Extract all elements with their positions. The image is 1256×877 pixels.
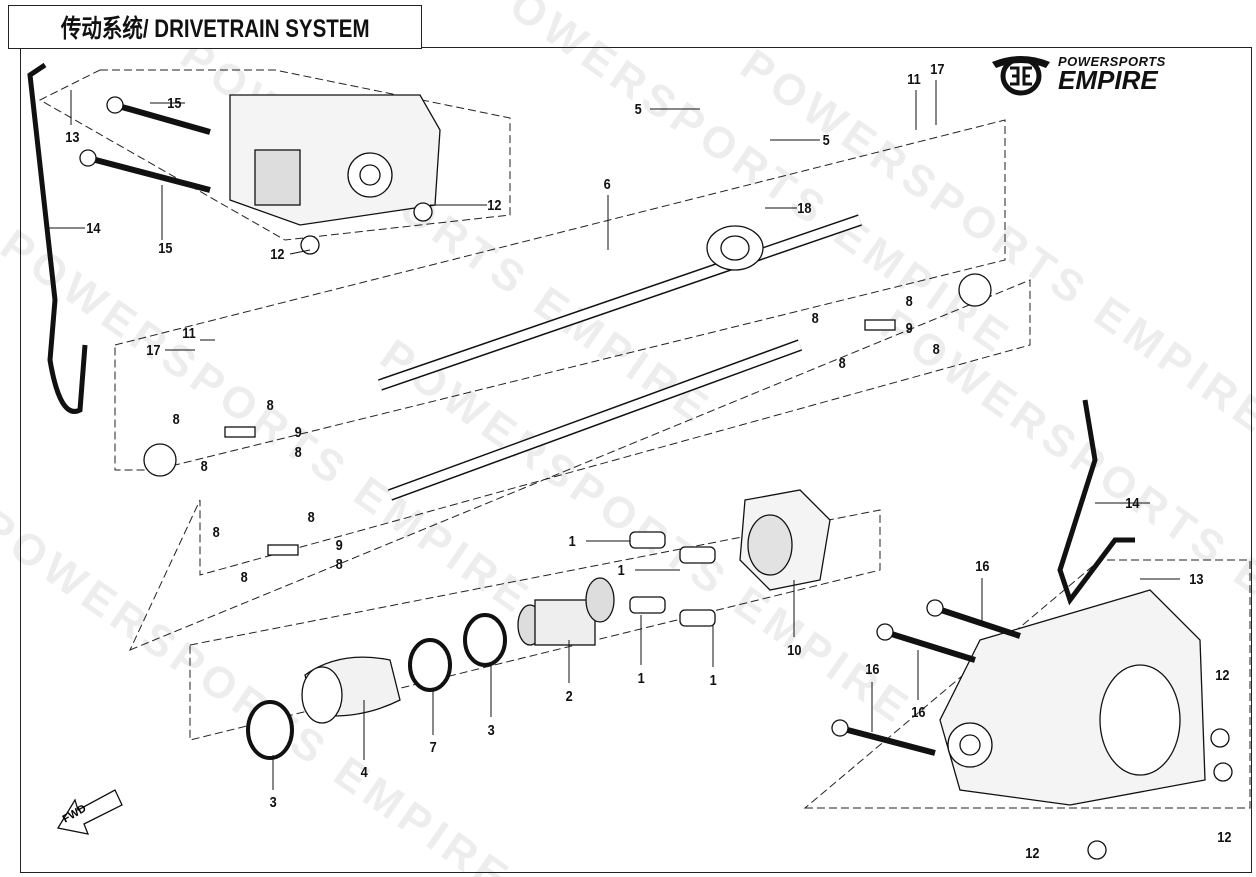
callout-8: 8 (294, 444, 302, 461)
diagram-frame (20, 47, 1252, 873)
callout-8: 8 (240, 569, 248, 586)
page-title: 传动系统/ DRIVETRAIN SYSTEM (60, 15, 370, 43)
callout-3: 3 (487, 722, 495, 739)
callout-8: 8 (172, 411, 180, 428)
callout-13: 13 (65, 129, 80, 146)
logo-line2: EMPIRE (1058, 65, 1158, 96)
callout-1: 1 (568, 533, 576, 550)
group-boxes (38, 69, 1251, 809)
callout-4: 4 (360, 764, 368, 781)
callout-8: 8 (212, 524, 220, 541)
callout-7: 7 (429, 739, 437, 756)
callout-16: 16 (911, 704, 926, 721)
title-box: 传动系统/ DRIVETRAIN SYSTEM (8, 5, 422, 49)
callout-8: 8 (335, 556, 343, 573)
callout-2: 2 (565, 688, 573, 705)
callout-15: 15 (158, 240, 173, 257)
callout-12: 12 (1217, 829, 1232, 846)
callout-5: 5 (822, 132, 830, 149)
parts (27, 62, 1233, 860)
callout-8: 8 (266, 397, 274, 414)
callout-17: 17 (146, 342, 161, 359)
empire-wings-icon (992, 56, 1050, 96)
callout-1: 1 (617, 562, 625, 579)
callout-6: 6 (603, 176, 611, 193)
callout-12: 12 (1025, 845, 1040, 862)
callout-14: 14 (1125, 495, 1140, 512)
callout-11: 11 (182, 325, 196, 342)
callout-9: 9 (905, 320, 913, 337)
callout-3: 3 (269, 794, 277, 811)
callout-10: 10 (787, 642, 802, 659)
callout-9: 9 (335, 537, 343, 554)
callout-8: 8 (200, 458, 208, 475)
callout-8: 8 (932, 341, 940, 358)
callout-13: 13 (1189, 571, 1204, 588)
callout-8: 8 (838, 355, 846, 372)
callout-12: 12 (1215, 667, 1230, 684)
callout-11: 11 (907, 71, 921, 88)
callout-18: 18 (797, 200, 812, 217)
callout-12: 12 (487, 197, 502, 214)
callout-8: 8 (905, 293, 913, 310)
callout-12: 12 (270, 246, 285, 263)
callout-15: 15 (167, 95, 182, 112)
callout-14: 14 (86, 220, 101, 237)
callout-16: 16 (865, 661, 880, 678)
callout-5: 5 (634, 101, 642, 118)
callout-8: 8 (811, 310, 819, 327)
logo-line1: POWERSPORTS (1058, 54, 1166, 70)
callout-8: 8 (307, 509, 315, 526)
callout-9: 9 (294, 424, 302, 441)
callout-16: 16 (975, 558, 990, 575)
callout-17: 17 (930, 61, 945, 78)
callout-1: 1 (637, 670, 645, 687)
leader-lines (48, 80, 1180, 790)
fwd-arrow-icon (56, 789, 123, 835)
callout-1: 1 (709, 672, 717, 689)
